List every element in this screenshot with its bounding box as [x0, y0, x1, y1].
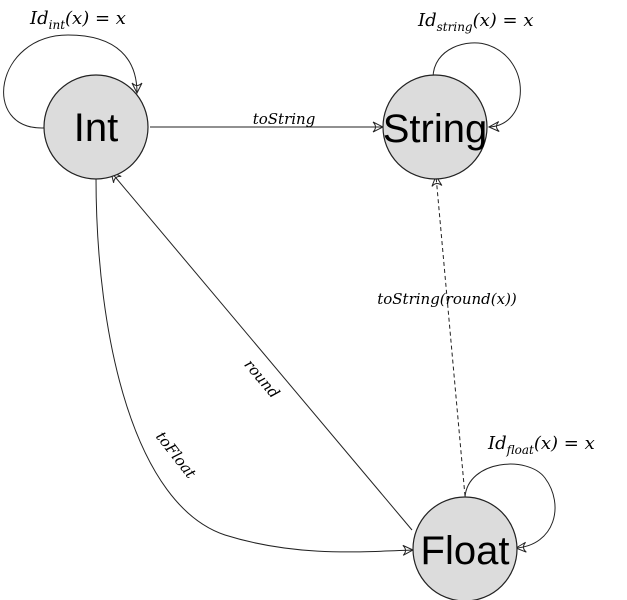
node-int: Int: [43, 74, 149, 180]
edge-label-float-to-string: toString(round(x)): [377, 290, 517, 308]
edge-label-string-self: Idstring(x) = x: [417, 10, 533, 34]
edge-label-tofloat: toFloat: [152, 428, 200, 483]
node-string: String: [382, 74, 488, 180]
edge-int-self-loop: [3, 34, 137, 129]
edge-int-to-float: [95, 176, 413, 552]
edge-float-to-string: [436, 176, 466, 497]
node-int-label: Int: [74, 106, 118, 150]
edge-float-to-int: [111, 172, 413, 531]
node-float-label: Float: [421, 529, 510, 573]
node-string-label: String: [383, 107, 488, 151]
edge-string-self-loop: [432, 42, 521, 127]
edge-label-float-self: Idfloat(x) = x: [487, 433, 595, 457]
node-float: Float: [412, 496, 518, 600]
edge-label-int-to-string: toString: [253, 110, 316, 128]
edge-label-round: round: [240, 356, 283, 402]
edge-float-self-loop: [464, 463, 556, 548]
edge-label-int-self: Idint(x) = x: [29, 8, 126, 32]
